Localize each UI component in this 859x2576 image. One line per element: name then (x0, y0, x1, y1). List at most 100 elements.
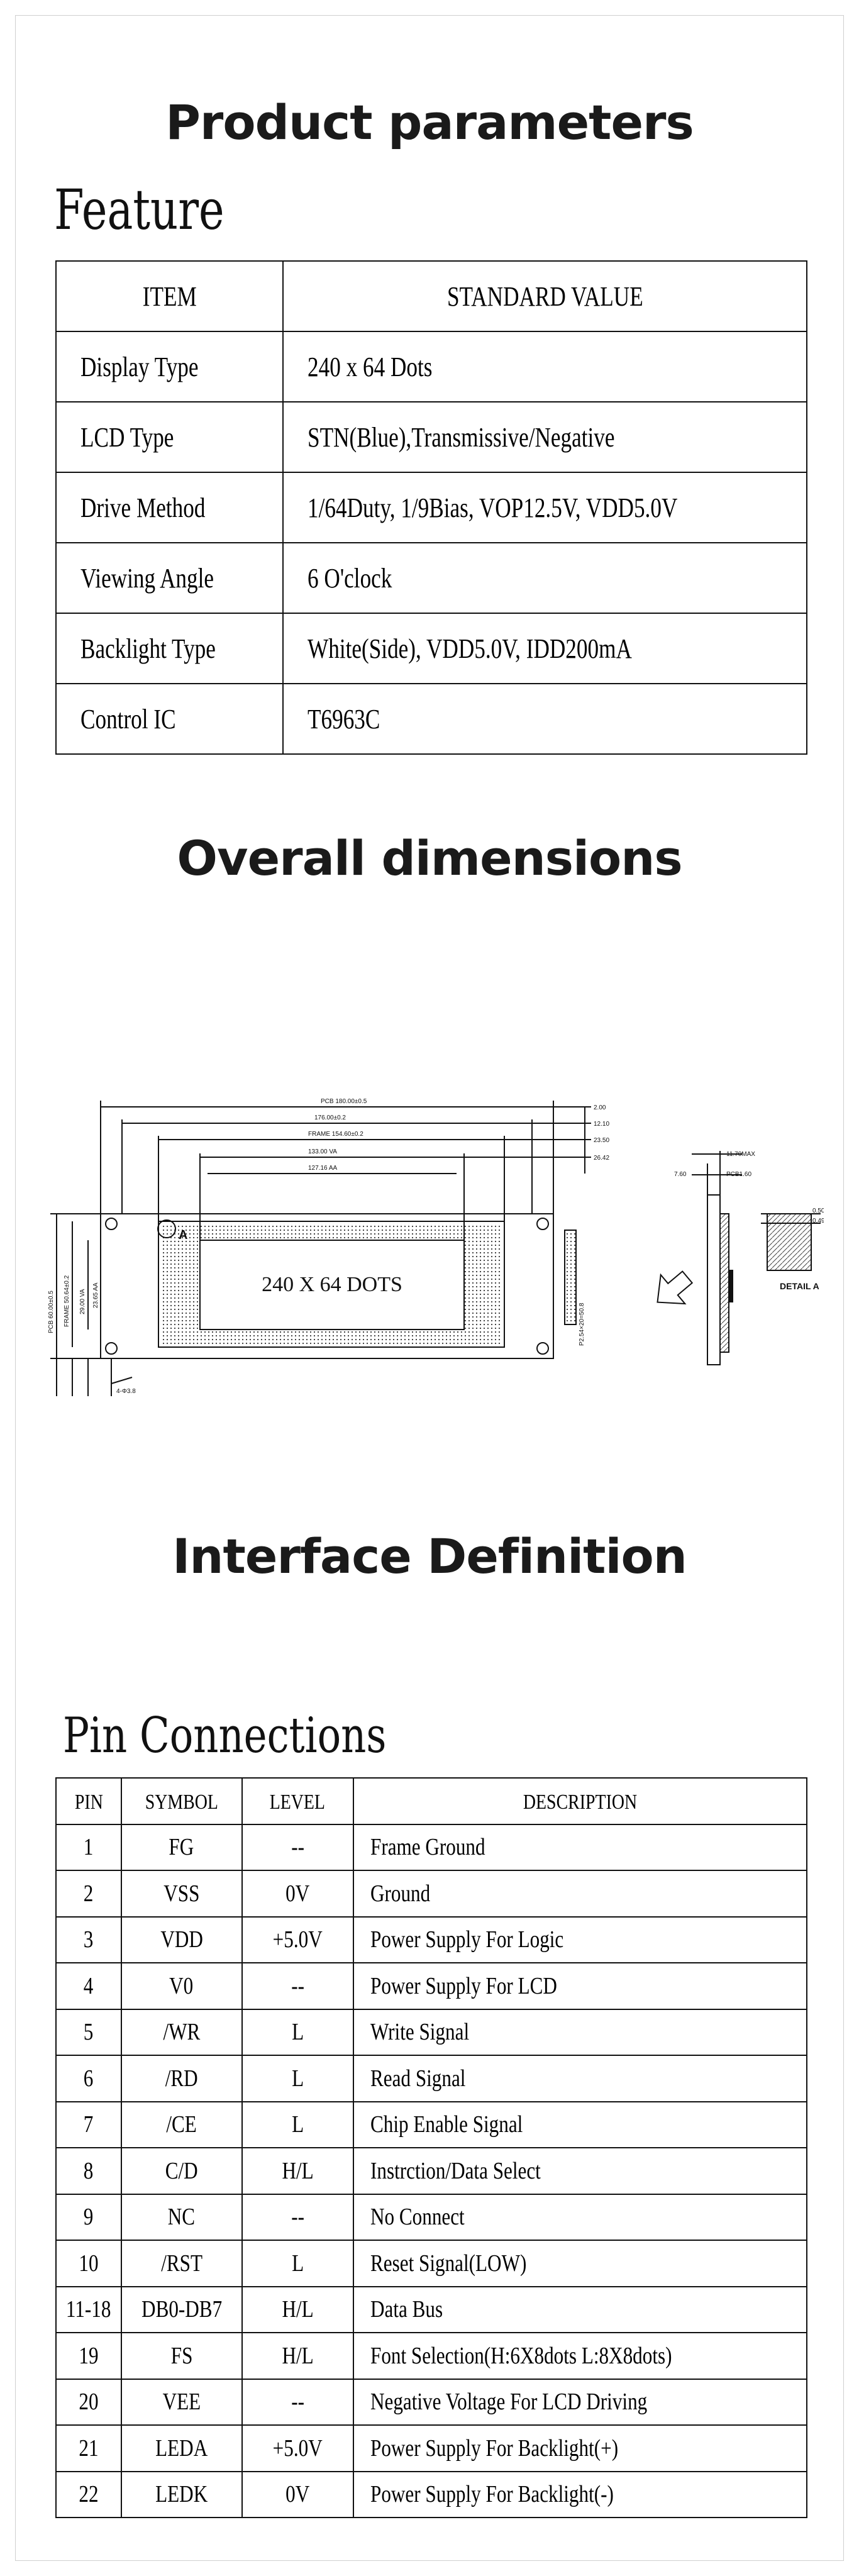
pin-number: 5 (55, 2008, 122, 2056)
pin-header-symbol: SYMBOL (120, 1777, 243, 1825)
pin-header-row: PIN SYMBOL LEVEL DESCRIPTION (55, 1777, 808, 1825)
pin-connections-heading: Pin Connections (63, 1707, 387, 1764)
pin-number: 3 (55, 1916, 122, 1963)
dim-d4: 26.42 (594, 1155, 609, 1162)
feature-header-row: ITEM STANDARD VALUE (55, 260, 807, 332)
side-view-pcb (719, 1213, 729, 1353)
dim-aa-height: 23.65 AA (92, 1282, 99, 1308)
pin-number: 11-18 (55, 2285, 122, 2333)
dim-side-pcb: PCB1.60 (726, 1171, 751, 1178)
pin-description: Instrction/Data Select (352, 2147, 808, 2195)
detail-a-label: DETAIL A (780, 1281, 819, 1291)
detail-a-view (767, 1213, 812, 1271)
mount-hole (105, 1342, 118, 1355)
feature-item: Viewing Angle (55, 542, 284, 614)
pin-number: 21 (55, 2424, 122, 2472)
pin-number: 22 (55, 2470, 122, 2518)
pin-description: No Connect (352, 2193, 808, 2241)
feature-row: Drive Method 1/64Duty, 1/9Bias, VOP12.5V… (55, 472, 807, 543)
feature-value: 1/64Duty, 1/9Bias, VOP12.5V, VDD5.0V (282, 472, 807, 543)
pin-header-level: LEVEL (241, 1777, 354, 1825)
pin-level: L (241, 2240, 354, 2287)
pin-level: +5.0V (241, 2424, 354, 2472)
pin-level: L (241, 2101, 354, 2148)
pin-symbol: FG (120, 1823, 243, 1871)
mount-hole (536, 1218, 549, 1230)
pin-level: -- (241, 2193, 354, 2241)
dim-detail-1: 0.50 (812, 1208, 824, 1214)
feature-row: Backlight Type White(Side), VDD5.0V, IDD… (55, 613, 807, 684)
dim-side-thickness: 11.70MAX (726, 1151, 755, 1158)
dim-pin-pitch: P2.54×20=50.8 (579, 1302, 585, 1346)
pin-number: 20 (55, 2378, 122, 2426)
feature-heading: Feature (54, 177, 224, 242)
pin-level: -- (241, 2378, 354, 2426)
feature-value: 240 x 64 Dots (282, 331, 807, 402)
dim-pcb-height: PCB 60.00±0.5 (48, 1291, 55, 1333)
pin-symbol: V0 (120, 1962, 243, 2010)
feature-row: LCD Type STN(Blue),Transmissive/Negative (55, 401, 807, 473)
pin-symbol: NC (120, 2193, 243, 2241)
pin-number: 6 (55, 2055, 122, 2102)
pin-symbol: FS (120, 2332, 243, 2380)
pin-level: L (241, 2008, 354, 2056)
frame-outline (158, 1221, 505, 1348)
pin-level: -- (241, 1823, 354, 1871)
section-title-product-parameters: Product parameters (165, 94, 694, 150)
pin-number: 4 (55, 1962, 122, 2010)
dim-va-width: 133.00 VA (308, 1148, 337, 1155)
dim-d2: 12.10 (594, 1121, 609, 1128)
dim-frame-height: FRAME 50.64±0.2 (64, 1275, 70, 1327)
pin-level: H/L (241, 2285, 354, 2333)
pin-symbol: C/D (120, 2147, 243, 2195)
pin-description: Read Signal (352, 2055, 808, 2102)
pin-header-pin: PIN (55, 1777, 122, 1825)
arrow-icon (657, 1270, 694, 1305)
dim-aa-width: 127.16 AA (308, 1165, 337, 1172)
pin-description: Power Supply For Backlight(+) (352, 2424, 808, 2472)
mount-hole (105, 1218, 118, 1230)
pin-level: -- (241, 1962, 354, 2010)
pin-symbol: /WR (120, 2008, 243, 2056)
pin-header-description: DESCRIPTION (352, 1777, 808, 1825)
pin-symbol: VSS (120, 1870, 243, 1918)
marker-a-label: A (179, 1228, 187, 1242)
pin-level: H/L (241, 2332, 354, 2380)
pin-level: 0V (241, 2470, 354, 2518)
pin-description: Power Supply For Logic (352, 1916, 808, 1963)
side-view-module (707, 1194, 721, 1365)
feature-item: LCD Type (55, 401, 284, 473)
feature-header-value: STANDARD VALUE (282, 260, 807, 332)
display-resolution-label: 240 X 64 DOTS (262, 1273, 402, 1296)
feature-item: Display Type (55, 331, 284, 402)
pin-description: Write Signal (352, 2008, 808, 2056)
feature-item: Backlight Type (55, 613, 284, 684)
pin-symbol: VEE (120, 2378, 243, 2426)
side-view-connector (728, 1270, 733, 1302)
pin-description: Chip Enable Signal (352, 2101, 808, 2148)
pin-symbol: LEDA (120, 2424, 243, 2472)
dim-frame-width: FRAME 154.60±0.2 (308, 1131, 363, 1138)
pin-description: Frame Ground (352, 1823, 808, 1871)
pin-symbol: DB0-DB7 (120, 2285, 243, 2333)
section-title-overall-dimensions: Overall dimensions (177, 830, 682, 886)
marker-circle (157, 1219, 176, 1238)
feature-row: Control IC T6963C (55, 683, 807, 755)
dim-hole: 4-Φ3.8 (116, 1388, 136, 1395)
viewing-area (199, 1240, 465, 1330)
pin-level: 0V (241, 1870, 354, 1918)
pin-description: Power Supply For LCD (352, 1962, 808, 2010)
feature-row: Display Type 240 x 64 Dots (55, 331, 807, 402)
feature-value: STN(Blue),Transmissive/Negative (282, 401, 807, 473)
pin-number: 8 (55, 2147, 122, 2195)
pin-description: Reset Signal(LOW) (352, 2240, 808, 2287)
